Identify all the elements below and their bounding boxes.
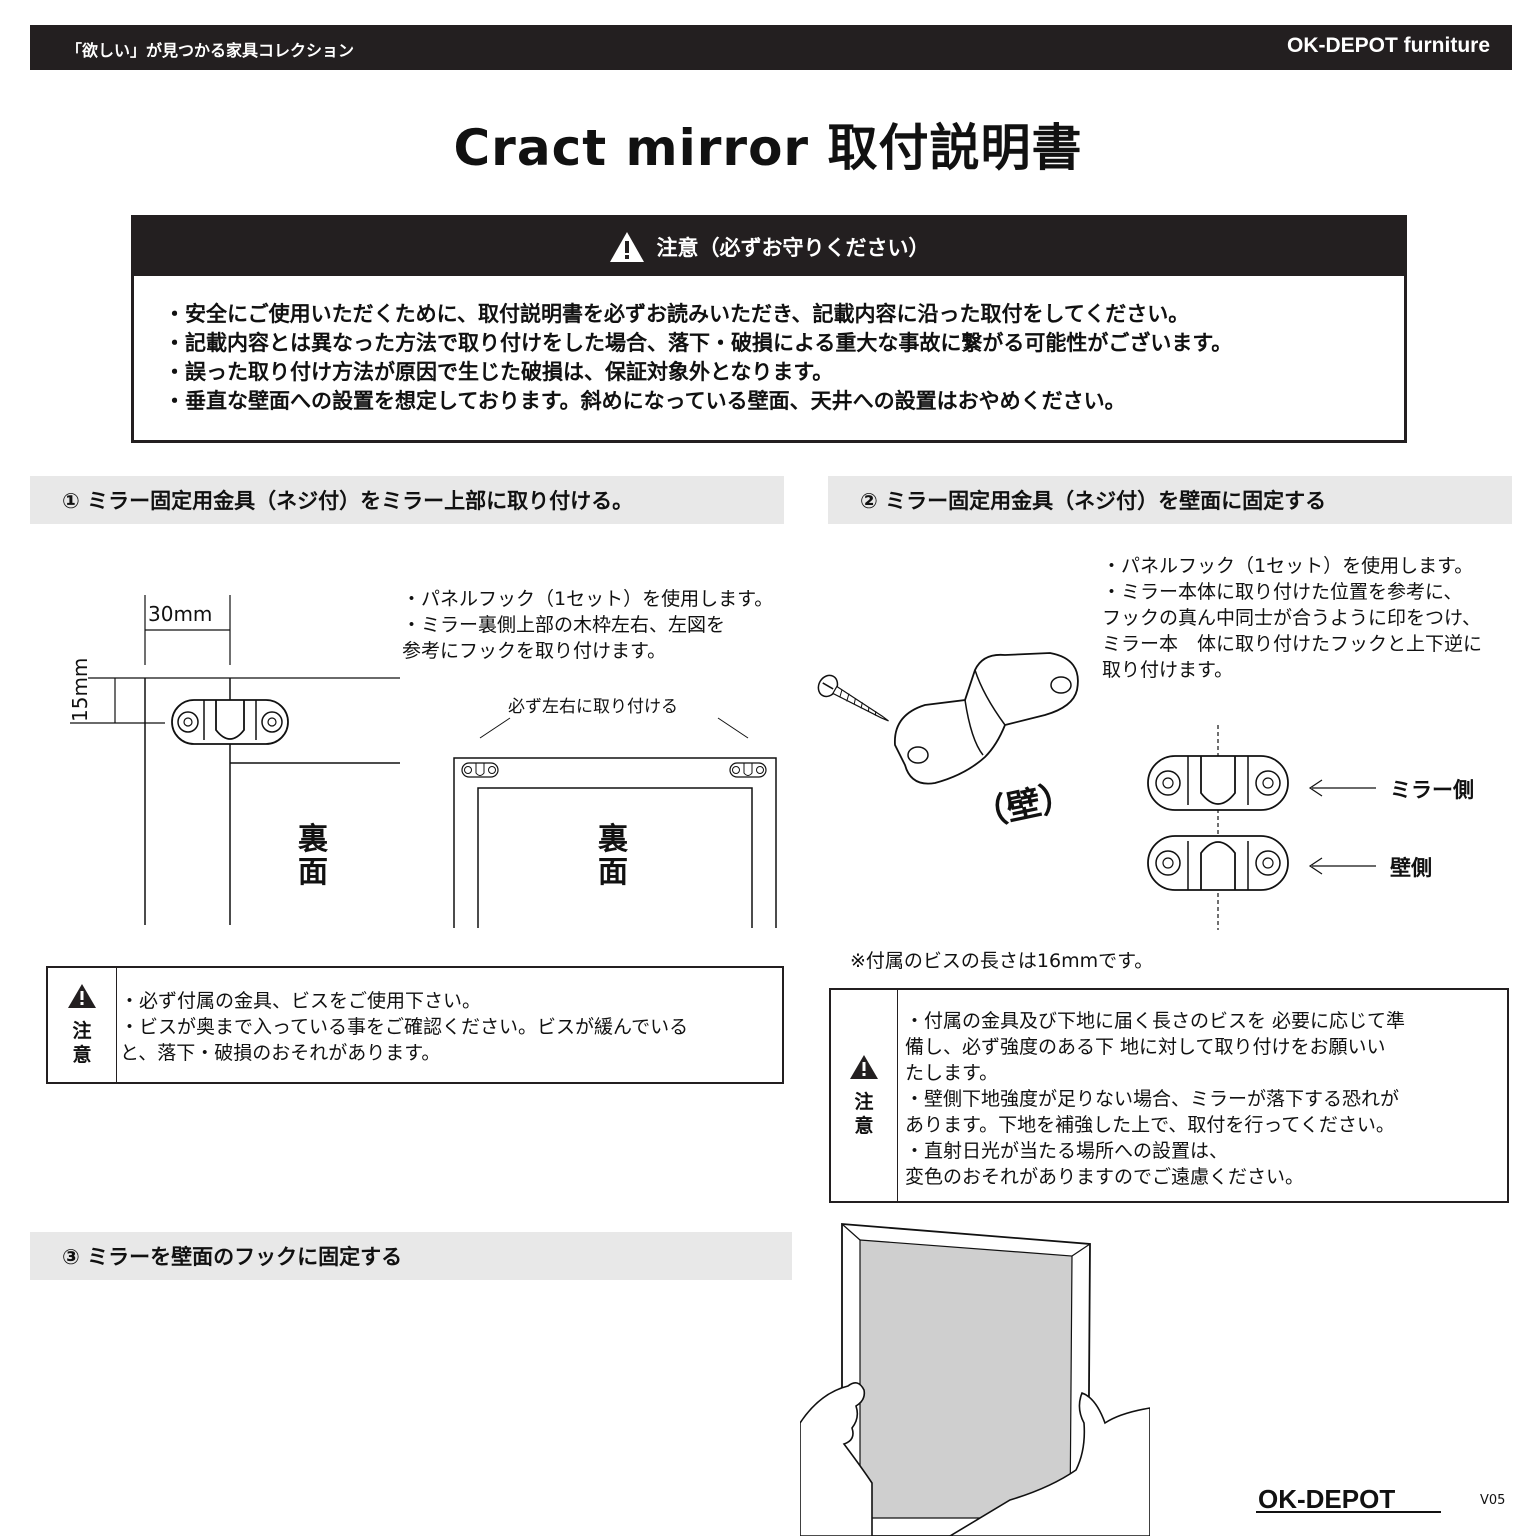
warning-line: と、落下・破損のおそれがあります。 xyxy=(120,1042,441,1064)
step1-instructions: ・パネルフック（1セット）を使用します。 ・ミラー裏側上部の木枠左右、左図を 参… xyxy=(402,586,773,664)
back-label-1: 裏面 xyxy=(298,822,328,890)
instruction-line: ・パネルフック（1セット）を使用します。 xyxy=(1102,555,1474,577)
instruction-line: 参考にフックを取り付けます。 xyxy=(402,640,667,662)
caution-item: ・安全にご使用いただくために、取付説明書を必ずお読みいただき、記載内容に沿った取… xyxy=(164,302,1190,326)
caution-item: ・誤った取り付け方法が原因で生じた破損は、保証対象外となります。 xyxy=(164,360,834,384)
brand-name: OK-DEPOT furniture xyxy=(1287,34,1490,57)
instruction-line: ・ミラー本体に取り付けた位置を参考に、 xyxy=(1102,581,1463,603)
step1-warning-text: ・必ず付属の金具、ビスをご使用下さい。 ・ビスが奥まで入っている事をご確認くださ… xyxy=(120,988,688,1066)
warning-icon xyxy=(68,984,96,1008)
warning-line: ・ビスが奥まで入っている事をご確認ください。ビスが緩んでいる xyxy=(120,1016,689,1038)
warning-line: ・壁側下地強度が足りない場合、ミラーが落下する恐れが xyxy=(905,1088,1400,1110)
warning-side-label: 注意 xyxy=(831,990,898,1201)
step3-header: ③ ミラーを壁面のフックに固定する xyxy=(30,1232,792,1280)
instruction-line: ・パネルフック（1セット）を使用します。 xyxy=(402,588,774,610)
version-label: V05 xyxy=(1480,1493,1506,1508)
step2-warning-text: ・付属の金具及び下地に届く長さのビスを 必要に応じて準 備し、必ず強度のある下 … xyxy=(905,1008,1405,1190)
step2-hooks-alignment-diagram xyxy=(1147,725,1376,930)
step2-warning-box: 注意 ・付属の金具及び下地に届く長さのビスを 必要に応じて準 備し、必ず強度のあ… xyxy=(829,988,1509,1203)
dimension-height-label: 15mm xyxy=(68,657,92,722)
step3-mirror-hands-illustration xyxy=(800,1223,1150,1536)
warning-side-label: 注意 xyxy=(48,968,117,1082)
warning-line: ・必ず付属の金具、ビスをご使用下さい。 xyxy=(120,990,482,1012)
step1-heading: ① ミラー固定用金具（ネジ付）をミラー上部に取り付ける。 xyxy=(62,489,634,513)
warning-line: 備し、必ず強度のある下 地に対して取り付けをお願いい xyxy=(905,1036,1386,1058)
step1-frame-diagram xyxy=(453,717,777,928)
instruction-line: ・ミラー裏側上部の木枠左右、左図を xyxy=(402,614,726,636)
warning-line: ・付属の金具及び下地に届く長さのビスを 必要に応じて準 xyxy=(905,1010,1406,1032)
screw-length-note: ※付属のビスの長さは16mmです。 xyxy=(850,950,1154,972)
caution-box: 注意（必ずお守りください） ・安全にご使用いただくために、取付説明書を必ずお読み… xyxy=(131,215,1407,443)
warning-icon xyxy=(850,1054,878,1079)
step2-header: ② ミラー固定用金具（ネジ付）を壁面に固定する xyxy=(828,476,1512,524)
step1-warning-box: 注意 ・必ず付属の金具、ビスをご使用下さい。 ・ビスが奥まで入っている事をご確認… xyxy=(46,966,784,1084)
warning-line: 変色のおそれがありますのでご遠慮ください。 xyxy=(905,1166,1305,1188)
top-bar: 「欲しい」が見つかる家具コレクション OK-DEPOT furniture xyxy=(30,25,1512,70)
caution-heading: 注意（必ずお守りください） xyxy=(656,236,930,260)
instruction-line: ミラー本 体に取り付けたフックと上下逆に xyxy=(1102,633,1483,655)
step1-header: ① ミラー固定用金具（ネジ付）をミラー上部に取り付ける。 xyxy=(30,476,784,524)
tagline: 「欲しい」が見つかる家具コレクション xyxy=(66,41,355,60)
warning-line: たします。 xyxy=(905,1062,999,1084)
step2-heading: ② ミラー固定用金具（ネジ付）を壁面に固定する xyxy=(860,489,1327,513)
warning-line: ・直射日光が当たる場所への設置は、 xyxy=(905,1140,1229,1162)
caution-header: 注意（必ずお守りください） xyxy=(134,218,1404,276)
warning-label: 注意 xyxy=(72,1020,92,1066)
warning-line: あります。下地を補強した上で、取付を行ってください。 xyxy=(905,1114,1395,1136)
instruction-line: フックの真ん中同士が合うように印をつけ、 xyxy=(1102,607,1482,629)
wall-side-label: 壁側 xyxy=(1390,856,1432,880)
footer-divider xyxy=(1256,1511,1441,1513)
page-title: Cract mirror 取付説明書 xyxy=(453,119,1083,177)
both-sides-label: 必ず左右に取り付ける xyxy=(508,697,678,717)
warning-label: 注意 xyxy=(854,1090,874,1137)
caution-list: ・安全にご使用いただくために、取付説明書を必ずお読みいただき、記載内容に沿った取… xyxy=(164,300,1232,416)
warning-icon xyxy=(609,232,644,262)
caution-item: ・垂直な壁面への設置を想定しております。斜めになっている壁面、天井への設置はおや… xyxy=(164,389,1126,413)
back-label-2: 裏面 xyxy=(598,822,628,890)
step2-hook-screw-diagram xyxy=(817,652,1079,785)
mirror-side-label: ミラー側 xyxy=(1390,778,1474,802)
step3-heading: ③ ミラーを壁面のフックに固定する xyxy=(62,1245,403,1269)
instruction-line: 取り付けます。 xyxy=(1102,659,1234,681)
step2-instructions: ・パネルフック（1セット）を使用します。 ・ミラー本体に取り付けた位置を参考に、… xyxy=(1102,553,1482,683)
caution-item: ・記載内容とは異なった方法で取り付けをした場合、落下・破損による重大な事故に繋が… xyxy=(164,331,1233,355)
step1-hook-detail-diagram xyxy=(70,595,400,925)
dimension-width-label: 30mm xyxy=(148,602,213,626)
footer-brand: OK-DEPOT xyxy=(1258,1484,1396,1514)
